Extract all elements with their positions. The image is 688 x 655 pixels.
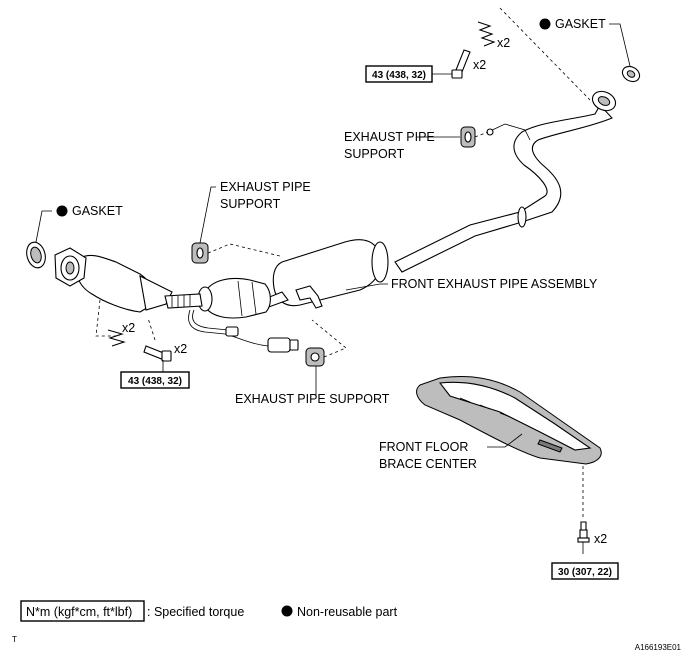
bolt-bottom <box>577 521 590 543</box>
torque-top: 43 (438, 32) <box>372 70 426 81</box>
corner-left: T <box>12 635 17 644</box>
legend: N*m (kgf*cm, ft*lbf) : Specified torque … <box>20 600 398 622</box>
exhaust-pipe-support-mid <box>191 242 209 264</box>
qty-spring-left: x2 <box>122 321 135 335</box>
nonreusable-dot-left <box>56 205 68 217</box>
legend-nonreusable: Non-reusable part <box>297 605 398 619</box>
torque-left: 43 (438, 32) <box>128 376 182 387</box>
label-exhaust-pipe-support-mid-2: SUPPORT <box>220 197 281 211</box>
front-exhaust-pipe-assembly <box>54 104 613 353</box>
exhaust-pipe-support-bottom <box>305 347 325 367</box>
label-front-floor-brace-center-2: BRACE CENTER <box>379 457 477 471</box>
legend-torque-desc: : Specified torque <box>147 605 244 619</box>
qty-bolt-left: x2 <box>174 342 187 356</box>
label-front-exhaust-pipe-assembly: FRONT EXHAUST PIPE ASSEMBLY <box>391 277 598 291</box>
spring-left <box>107 329 126 347</box>
bolt-left <box>143 345 172 362</box>
corner-right: A166193E01 <box>635 643 682 652</box>
rear-flange <box>591 90 617 112</box>
front-floor-brace-center <box>416 376 602 465</box>
qty-bolt-top: x2 <box>473 58 486 72</box>
qty-bolt-bottom: x2 <box>594 532 607 546</box>
legend-dot <box>281 605 293 617</box>
label-gasket-left: GASKET <box>72 204 123 218</box>
nonreusable-dot-top <box>539 18 551 30</box>
spring-top <box>477 21 496 47</box>
legend-torque-box: N*m (kgf*cm, ft*lbf) <box>26 605 132 619</box>
label-front-floor-brace-center-1: FRONT FLOOR <box>379 440 468 454</box>
leader-lines <box>35 23 631 554</box>
label-exhaust-pipe-support-bottom: EXHAUST PIPE SUPPORT <box>235 392 390 406</box>
torque-bottom: 30 (307, 22) <box>558 567 612 578</box>
exhaust-pipe-support-top <box>460 126 476 148</box>
label-exhaust-pipe-support-mid-1: EXHAUST PIPE <box>220 180 311 194</box>
torque-box-bottom: 30 (307, 22) <box>551 562 619 580</box>
label-exhaust-pipe-support-top-1: EXHAUST PIPE <box>344 130 435 144</box>
bolt-top <box>451 49 471 79</box>
gasket-left-part <box>26 241 46 269</box>
installation-lines <box>95 7 591 520</box>
torque-box-left: 43 (438, 32) <box>120 371 190 389</box>
torque-box-top: 43 (438, 32) <box>365 65 433 83</box>
label-gasket-top: GASKET <box>555 17 606 31</box>
qty-spring-top: x2 <box>497 36 510 50</box>
gasket-top-part <box>621 65 641 83</box>
label-exhaust-pipe-support-top-2: SUPPORT <box>344 147 405 161</box>
